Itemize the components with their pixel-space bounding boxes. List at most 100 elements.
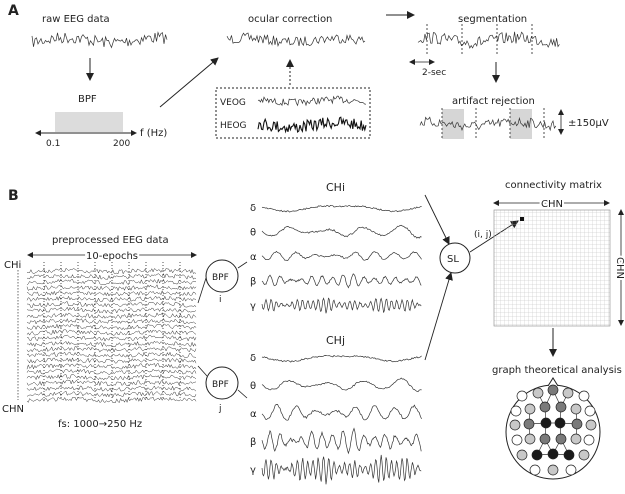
arrow-bpf-to-ocular: [159, 57, 219, 108]
bpf-i-label: BPF: [212, 273, 229, 283]
band-label-j: δ: [250, 353, 256, 364]
artifact-line: [419, 116, 557, 132]
band-trace-i: [261, 205, 422, 213]
connectivity-matrix-label: connectivity matrix: [505, 180, 602, 191]
ocular-eeg-line: [226, 32, 366, 48]
channel-trace: [26, 396, 197, 404]
channel-trace: [26, 362, 197, 370]
band-trace-j: [261, 377, 422, 393]
channel-trace: [26, 385, 197, 393]
graph-node: [584, 405, 596, 417]
bpf-i-out: [237, 261, 248, 269]
graph-node: [562, 387, 574, 399]
filter-low-label: 0.1: [46, 139, 60, 149]
graph-node: [555, 433, 567, 445]
graph-nodes: [509, 384, 597, 476]
arrow-ch-i-to-sl: [424, 194, 450, 245]
graph-node: [578, 449, 590, 461]
frequency-axis-label: f (Hz): [140, 128, 167, 139]
channel-trace: [26, 323, 197, 331]
epoch-boundaries: [43, 262, 181, 400]
ch-i-label: CHi: [4, 260, 21, 271]
graph-node: [554, 417, 566, 429]
graph-node: [523, 418, 535, 430]
graph-node: [524, 403, 536, 415]
graph-node: [509, 419, 521, 431]
band-trace-i: [261, 224, 422, 239]
graph-node: [532, 387, 544, 399]
graph-node: [570, 403, 582, 415]
graph-node: [516, 390, 528, 402]
channel-trace: [26, 267, 197, 275]
graph-node: [555, 401, 567, 413]
band-trace-j: [261, 404, 422, 421]
segmentation-label: segmentation: [458, 14, 527, 25]
band-label-i: θ: [250, 228, 256, 239]
graph-node: [547, 448, 559, 460]
channel-trace: [26, 289, 197, 297]
eog-box: [215, 87, 371, 139]
channel-trace: [26, 357, 197, 364]
graph-node: [547, 464, 559, 476]
band-label-i: γ: [250, 301, 256, 312]
ocular-corrected-trace: [226, 32, 366, 48]
head-nose: [547, 377, 559, 387]
graph-node: [531, 449, 543, 461]
channel-trace: [26, 317, 197, 325]
band-trace-i: [261, 273, 422, 289]
bpf-i-sub: i: [219, 295, 222, 305]
band-label-j: β: [250, 437, 256, 448]
link-ch-j-bpf: [197, 365, 208, 377]
graph-node: [511, 434, 523, 446]
band-label-j: α: [250, 409, 257, 420]
graph-node: [583, 434, 595, 446]
artifact-segment-boundaries: [441, 108, 545, 140]
ocular-correction-label: ocular correction: [248, 14, 332, 25]
heog-trace: [257, 116, 367, 134]
artifact-rejection-label: artifact rejection: [452, 96, 535, 107]
heog-line: [257, 116, 367, 134]
veog-label: VEOG: [220, 98, 246, 108]
channel-trace: [26, 306, 197, 314]
matrix-top-label: CHN: [541, 199, 563, 210]
segment-length-label: 2-sec: [422, 68, 446, 78]
channel-trace: [27, 273, 197, 280]
matrix-side-label: CHN: [614, 257, 625, 279]
graph-node: [565, 464, 577, 476]
graph-node: [524, 433, 536, 445]
band-trace-j: [261, 355, 422, 363]
band-label-j: γ: [250, 465, 256, 476]
channel-trace: [26, 301, 197, 308]
rejected-segment-2: [510, 109, 532, 139]
band-label-i: β: [250, 277, 256, 288]
connectivity-matrix: [493, 209, 611, 327]
band-i-title: CHi: [326, 181, 345, 194]
panel-a-label: A: [8, 3, 19, 19]
pair-label: (i, j): [474, 230, 492, 240]
raw-eeg-trace: [31, 31, 168, 49]
bpf-j-node: [205, 366, 239, 400]
graph-node: [563, 449, 575, 461]
channel-trace: [26, 390, 197, 398]
ch-n-label: CHN: [2, 404, 24, 415]
matrix-cell-ij: [520, 217, 524, 221]
veog-line: [257, 95, 367, 107]
channel-trace: [26, 351, 197, 359]
graph-node: [516, 449, 528, 461]
segment-boundaries: [426, 24, 533, 56]
sampling-rate-label: fs: 1000→250 Hz: [58, 419, 142, 430]
graph-node: [539, 433, 551, 445]
arrow-ch-j-to-sl: [424, 272, 453, 361]
band-trace-i: [261, 297, 422, 314]
raw-eeg-label: raw EEG data: [42, 14, 110, 25]
graph-node: [571, 418, 583, 430]
channel-trace: [26, 340, 197, 348]
channel-trace: [26, 346, 197, 353]
graph-node: [539, 401, 551, 413]
band-label-i: α: [250, 252, 257, 263]
bpf-j-label: BPF: [212, 380, 229, 390]
channel-trace: [26, 379, 197, 387]
channel-trace: [26, 368, 197, 375]
